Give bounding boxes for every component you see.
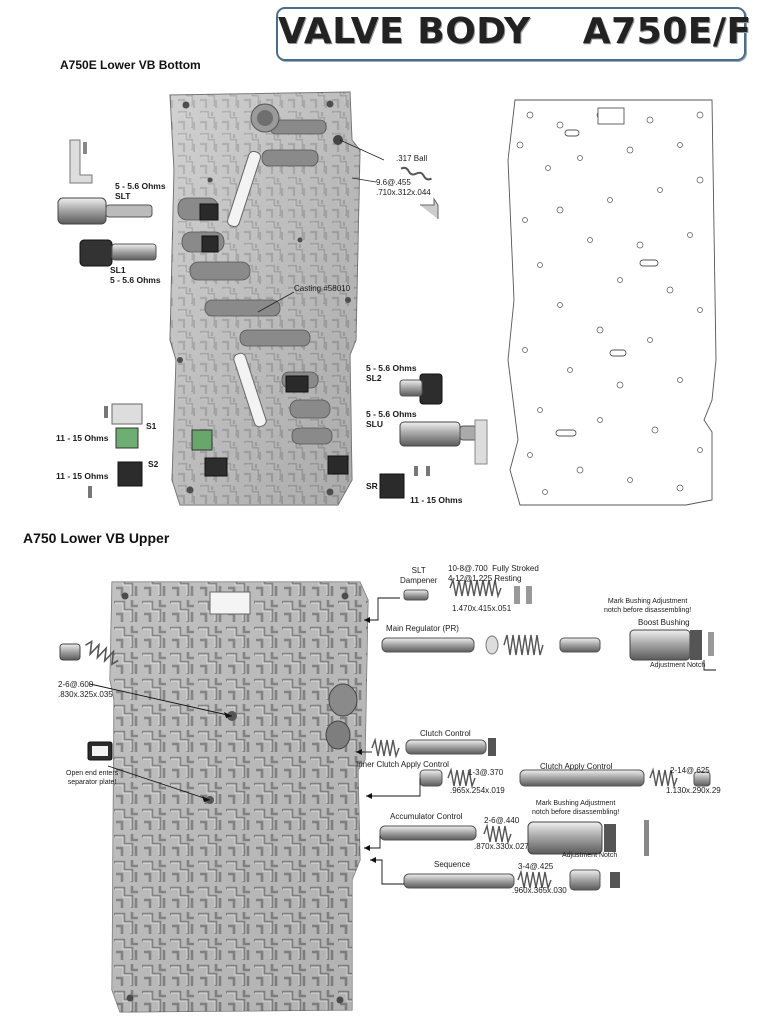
label-sl1: SL1 5 - 5.6 Ohms	[110, 265, 161, 285]
label-mark-bushing-2: Mark Bushing Adjustment notch before dis…	[532, 800, 620, 816]
label-spec-2-14-dim: 1.130x.290x.29	[666, 786, 721, 795]
label-adjustment-notch-1: Adjustment Notch	[650, 662, 706, 669]
label-main-regulator: Main Regulator (PR)	[386, 624, 459, 633]
label-slt-spec: 10-8@.700 Fully Stroked 4-12@1.225 Resti…	[448, 564, 539, 583]
section-heading-bottom: A750E Lower VB Bottom	[60, 58, 201, 72]
page-title: VALVE BODY A750E/F	[278, 11, 752, 52]
label-casting: Casting #58010	[294, 284, 351, 293]
label-slt-dampener: SLT Dampener	[400, 566, 438, 585]
title-box: VALVE BODY A750E/F	[276, 7, 752, 61]
label-boost-bushing: Boost Bushing	[638, 618, 690, 627]
label-spec-2-6-dim: .870x.330x.027	[474, 842, 529, 851]
label-spec-1-3: 1-3@.370	[468, 768, 504, 777]
upper-section-valves	[59, 577, 714, 891]
label-clutch-control: Clutch Control	[420, 729, 471, 738]
lower-vb-upper-casting	[109, 581, 369, 1013]
label-s1: S1	[146, 421, 157, 431]
label-slu: 5 - 5.6 Ohms SLU	[366, 409, 417, 429]
label-spec-2-6: 2-6@.440	[484, 816, 520, 825]
label-slt-spring: 1.470x.415x.051	[452, 604, 512, 613]
label-clutch-apply-control: Clutch Apply Control	[540, 762, 613, 771]
label-accumulator-control: Accumulator Control	[390, 812, 463, 821]
label-open-end: Open end enters separator plate!	[66, 770, 119, 786]
section-heading-upper: A750 Lower VB Upper	[23, 530, 170, 546]
bottom-section-parts	[57, 135, 488, 499]
label-sequence: Sequence	[434, 860, 471, 869]
label-sr: SR	[366, 481, 378, 491]
label-sr-ohms: 11 - 15 Ohms	[410, 495, 463, 505]
label-sl2: 5 - 5.6 Ohms SL2	[366, 363, 417, 383]
label-spec-3-4-dim: .960x.365x.030	[512, 886, 567, 895]
label-spec-2-14: 2-14@.625	[670, 766, 710, 775]
label-s2-ohms: 11 - 15 Ohms	[56, 471, 109, 481]
label-ball: .317 Ball	[396, 154, 428, 163]
label-adjustment-notch-2: Adjustment Notch	[562, 852, 618, 859]
separator-plate	[507, 99, 717, 506]
label-slt: 5 - 5.6 Ohms SLT	[115, 181, 166, 201]
label-spec-1-3-dim: .965x.254x.019	[450, 786, 505, 795]
label-s1-ohms: 11 - 15 Ohms	[56, 433, 109, 443]
label-mark-bushing-1: Mark Bushing Adjustment notch before dis…	[604, 598, 692, 614]
label-spec-3-4: 3-4@.425	[518, 862, 554, 871]
label-left-spring: 2-6@.600 .830x.325x.035	[58, 680, 113, 699]
label-s2: S2	[148, 459, 159, 469]
label-spring-1: 9.6@.455 .710x.312x.044	[376, 178, 431, 197]
label-inner-clutch-apply: Inner Clutch Apply Control	[356, 760, 449, 769]
lower-vb-bottom-casting	[169, 91, 361, 506]
